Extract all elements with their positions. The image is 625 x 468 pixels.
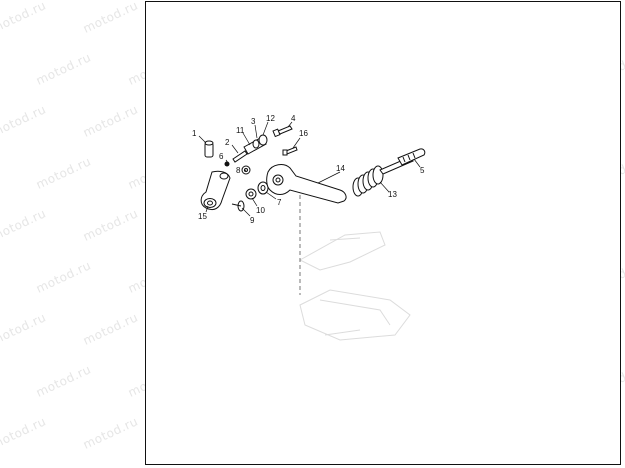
part-9-washer	[231, 200, 245, 212]
part-5-foot-peg	[379, 148, 426, 175]
callout-5: 5	[420, 166, 425, 175]
callout-15: 15	[198, 212, 207, 221]
callout-3: 3	[251, 117, 256, 126]
callout-16: 16	[299, 129, 308, 138]
callout-2: 2	[225, 138, 230, 147]
part-2-pin	[232, 150, 248, 163]
part-6-ball	[224, 161, 230, 167]
frame-sketch	[298, 231, 411, 341]
part-15-shifter-arm	[200, 170, 231, 211]
part-4-bolt	[272, 125, 293, 138]
part-14-shift-lever	[266, 164, 347, 204]
callout-7: 7	[277, 198, 282, 207]
callout-1: 1	[192, 129, 197, 138]
part-16-screw	[282, 146, 298, 156]
callout-11: 11	[236, 126, 245, 135]
callouts: 1 2 3 4 5 6 7 8 9 10 11 12 13 14 15 16	[192, 114, 425, 225]
callout-4: 4	[291, 114, 296, 123]
callout-9: 9	[250, 216, 255, 225]
diagram-frame	[145, 1, 621, 465]
callout-10: 10	[256, 206, 265, 215]
callout-8: 8	[236, 166, 241, 175]
part-7-bushing	[257, 181, 269, 195]
callout-6: 6	[219, 152, 224, 161]
part-1-bolt	[204, 140, 214, 158]
part-11-rod-end	[243, 134, 268, 155]
callout-13: 13	[388, 190, 397, 199]
leader-lines	[198, 121, 421, 217]
part-13-spring	[352, 165, 384, 197]
part-10-bushing	[245, 188, 257, 200]
callout-12: 12	[266, 114, 275, 123]
callout-14: 14	[336, 164, 345, 173]
